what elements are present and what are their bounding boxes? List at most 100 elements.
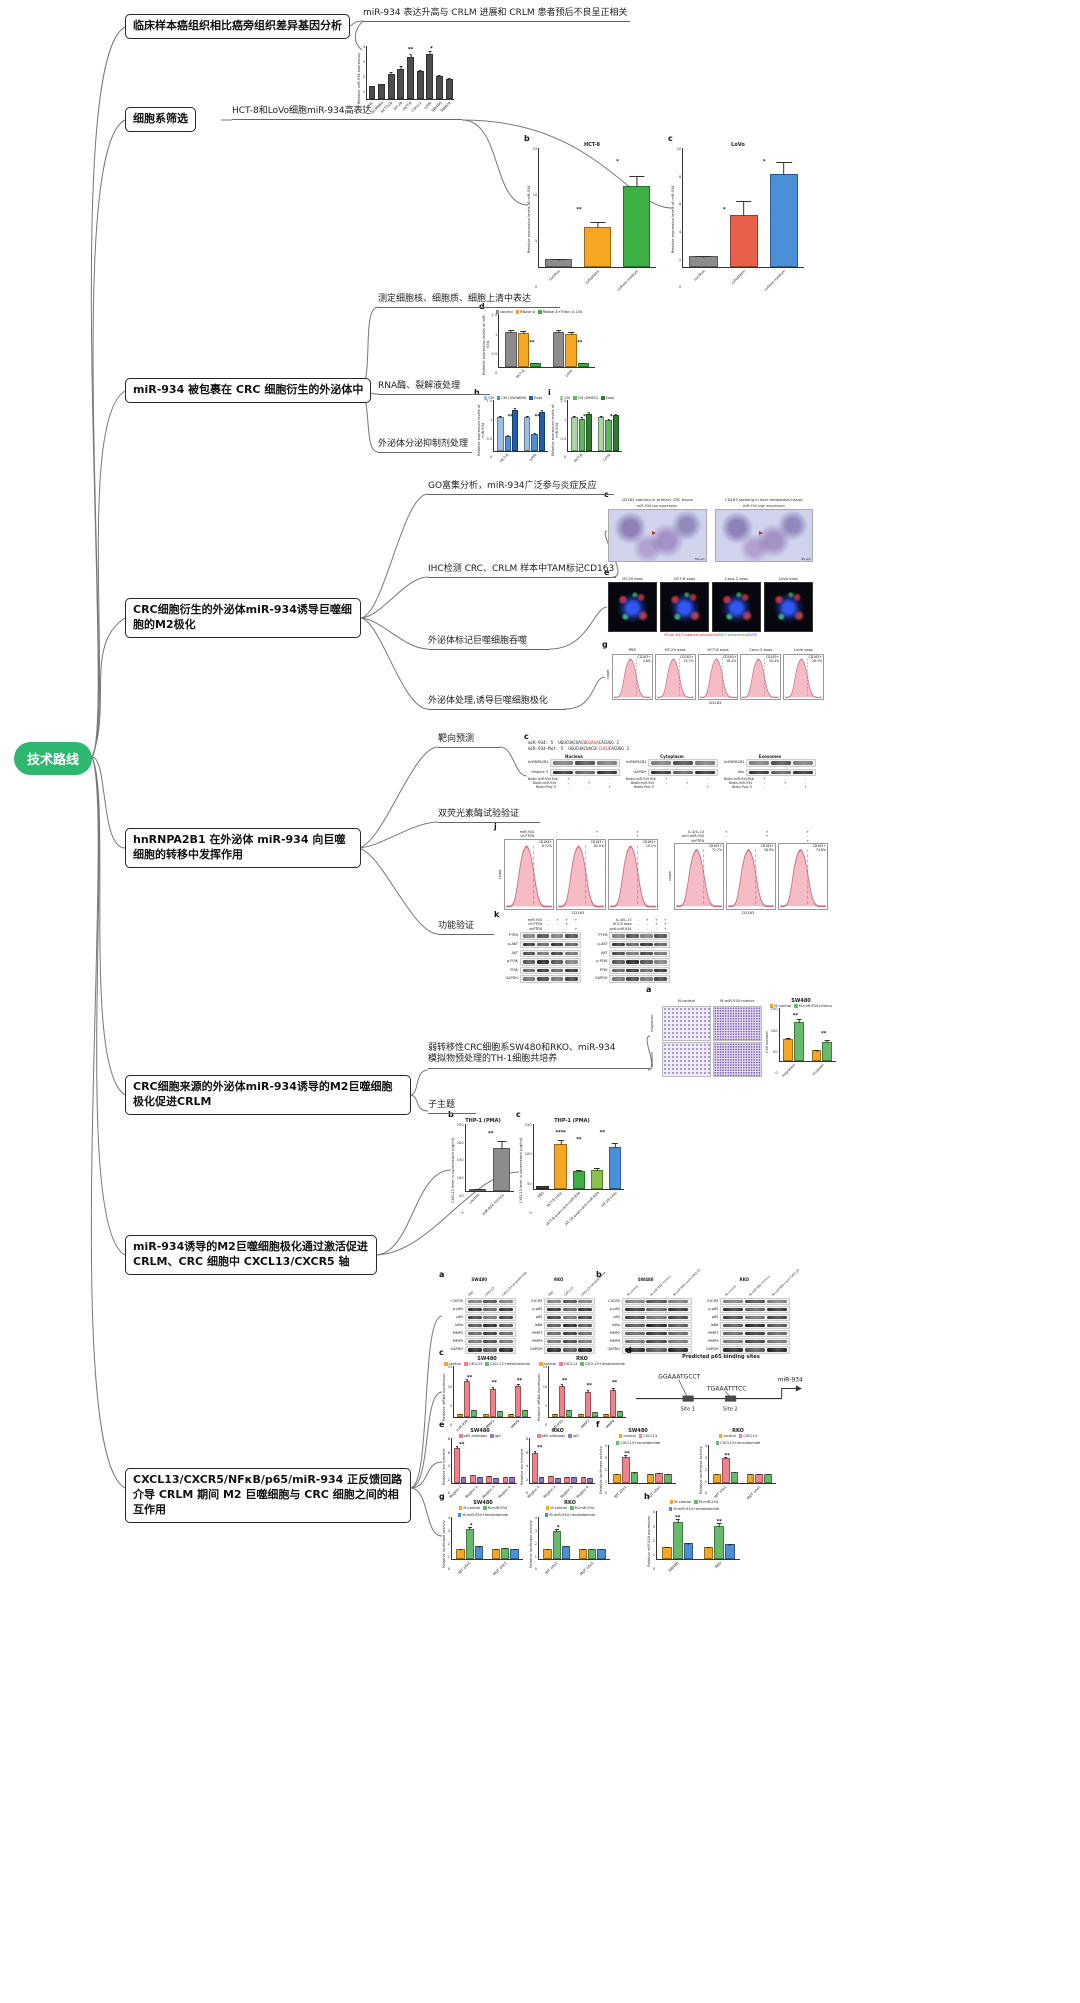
sub-exosome-polarization[interactable]: 外泌体处理,诱导巨噬细胞极化 [428,696,566,711]
chart-title: RKO [564,1500,576,1506]
blot-row-item: p65 [600,1313,692,1322]
bar [505,330,517,367]
y-tick: 4 [534,1516,538,1521]
legend-label: control [448,1362,462,1366]
branch-mir934-in-exosomes[interactable]: miR-934 被包裹在 CRC 细胞衍生的外泌体中 [125,378,372,403]
branch-positive-feedback-loop[interactable]: CXCL13/CXCR5/NFκB/p65/miR-934 正反馈回路介导 CR… [125,1468,411,1523]
blot-band [646,1347,667,1352]
bar [605,418,612,451]
root-node-topic[interactable]: 技术路线 [14,742,93,775]
blot-band [498,1299,513,1304]
legend-item: CXCL13+lenalidomide [485,1362,530,1366]
fluorescence-image [764,582,813,632]
error-bar [471,1475,475,1477]
bar-group [521,400,548,451]
bar [578,417,585,451]
bar-group [468,1438,484,1483]
legend-label: RNase A+Triton X-100 [542,310,583,314]
flow-sample-title: Caco-2 exos [749,647,773,652]
significance-mark: ** [792,1013,799,1020]
note-clinical-correlation[interactable]: miR-934 表达升高与 CRLM 进展和 CRLM 患者预后不良呈正相关 [363,8,630,23]
blot-protein-label: PTEN [598,933,608,938]
blot-lane-box [647,768,718,777]
bar-group [435,46,445,99]
x-tick-label: migration [780,1063,796,1079]
bar [683,1542,694,1559]
sub-ihc-cd163[interactable]: IHC检测 CRC、CRLM 样本中TAM标记CD163 [428,564,617,579]
blot-band [694,760,715,765]
y-tick: 4 [604,1444,608,1449]
branch-exosome-m2-polarization[interactable]: CRC细胞衍生的外泌体miR-934诱导巨噬细胞的M2极化 [125,598,361,638]
sub-dual-luciferase[interactable]: 双荧光素酶试验验证 [438,809,540,824]
blot-row-item: p-p65 [600,1305,692,1314]
bar-group [575,1366,601,1417]
note-cell-line-result[interactable]: HCT-8和LoVo细胞miR-934高表达 [232,106,462,121]
blot-lane-box [464,1321,516,1330]
blot-row-item: PTEN [498,932,581,940]
flow-sample-title: LoVo exos [794,647,814,652]
sub-subtopic[interactable]: 子主题 [428,1100,476,1115]
branch-hnrnpa2b1-transfer[interactable]: hnRNPA2B1 在外泌体 miR-934 向巨噬细胞的转移中发挥作用 [125,828,361,868]
significance-mark: ** [611,1380,618,1387]
blot-band [654,934,667,938]
blot-protein-label: GAPDH [450,1346,463,1351]
bar [470,1475,476,1483]
sub-functional-validation[interactable]: 功能验证 [438,921,494,936]
blot-band [748,760,769,765]
condition-mark: + [654,922,658,927]
ihc-title: CD163 staining in primary CRC tissue [621,497,693,502]
scale-bar-label: 50 μm [694,557,705,561]
panel-letter: k [494,910,500,919]
blot-band [668,1347,689,1352]
bar-group [452,1438,468,1483]
legend-item: M-miR-934 [694,1500,718,1504]
condition-mark: - [637,926,639,931]
blot-lane-box [609,966,670,975]
blot-band [578,1347,592,1352]
sub-target-prediction[interactable]: 靶向预测 [438,734,500,749]
y-tick: 3 [447,1529,451,1534]
fraction-title: Cytoplasm [660,753,684,759]
x-tick-label: SW480 [668,1561,680,1573]
flow-y-label: count [606,669,610,679]
condition-mark: - [609,781,611,786]
sub-go-enrichment[interactable]: GO富集分析，miR-934广泛参与炎症反应 [428,481,614,496]
branch-cxcl13-cxcr5-axis[interactable]: miR-934诱导的M2巨噬细胞极化通过激活促进CRLM、CRC 细胞中 CXC… [125,1235,377,1275]
bar [397,66,405,99]
chart-title: SW480 [477,1356,497,1362]
legend-item: CXCL13 [559,1362,577,1366]
branch-m2-promotes-crlm[interactable]: CRC细胞来源的外泌体miR-934诱导的M2巨噬细胞极化促进CRLM [125,1075,411,1115]
branch-clinical-sample-analysis[interactable]: 临床样本癌组织相比癌旁组织差异基因分析 [125,14,350,39]
chart-title: THP-1 (PMA) [554,1118,590,1124]
bar-group [657,1511,698,1559]
blot-protein-label: MMP2 [452,1330,463,1335]
legend-swatch [638,1434,643,1438]
sub-exosome-uptake[interactable]: 外泌体标记巨噬细胞吞噬 [428,636,550,651]
blot-band [467,1347,482,1352]
sub-exosome-inhibitor[interactable]: 外泌体分泌抑制剂处理 [378,439,472,454]
note-coculture[interactable]: 弱转移性CRC细胞系SW480和RKO、miR-934 模拟物预处理的TH-1细… [428,1043,650,1069]
blot-row-item: p-AKT [498,940,581,949]
condition-mark: - [763,781,765,786]
flow-histogram: CD163+19.1% [608,838,658,910]
bar [511,408,519,451]
fluorescence-image [712,582,761,632]
condition-mark: - [555,834,557,839]
x-tick-label: PBS [536,1191,545,1199]
legend-swatch [496,396,501,400]
blot-row-item: Histone 3 [528,768,620,777]
sub-measure-fractions[interactable]: 测定细胞核、细胞质、细胞上清中表达 [378,294,560,309]
sub-rnase-lysis-treatment[interactable]: RNA酶、裂解液处理 [378,381,490,396]
branch-cell-line-screening[interactable]: 细胞系筛选 [125,107,196,132]
caption-part: DAPI [748,632,757,637]
chart-title: HCT-8 [583,142,601,148]
blot-protein-label: GAPDH [633,769,646,774]
